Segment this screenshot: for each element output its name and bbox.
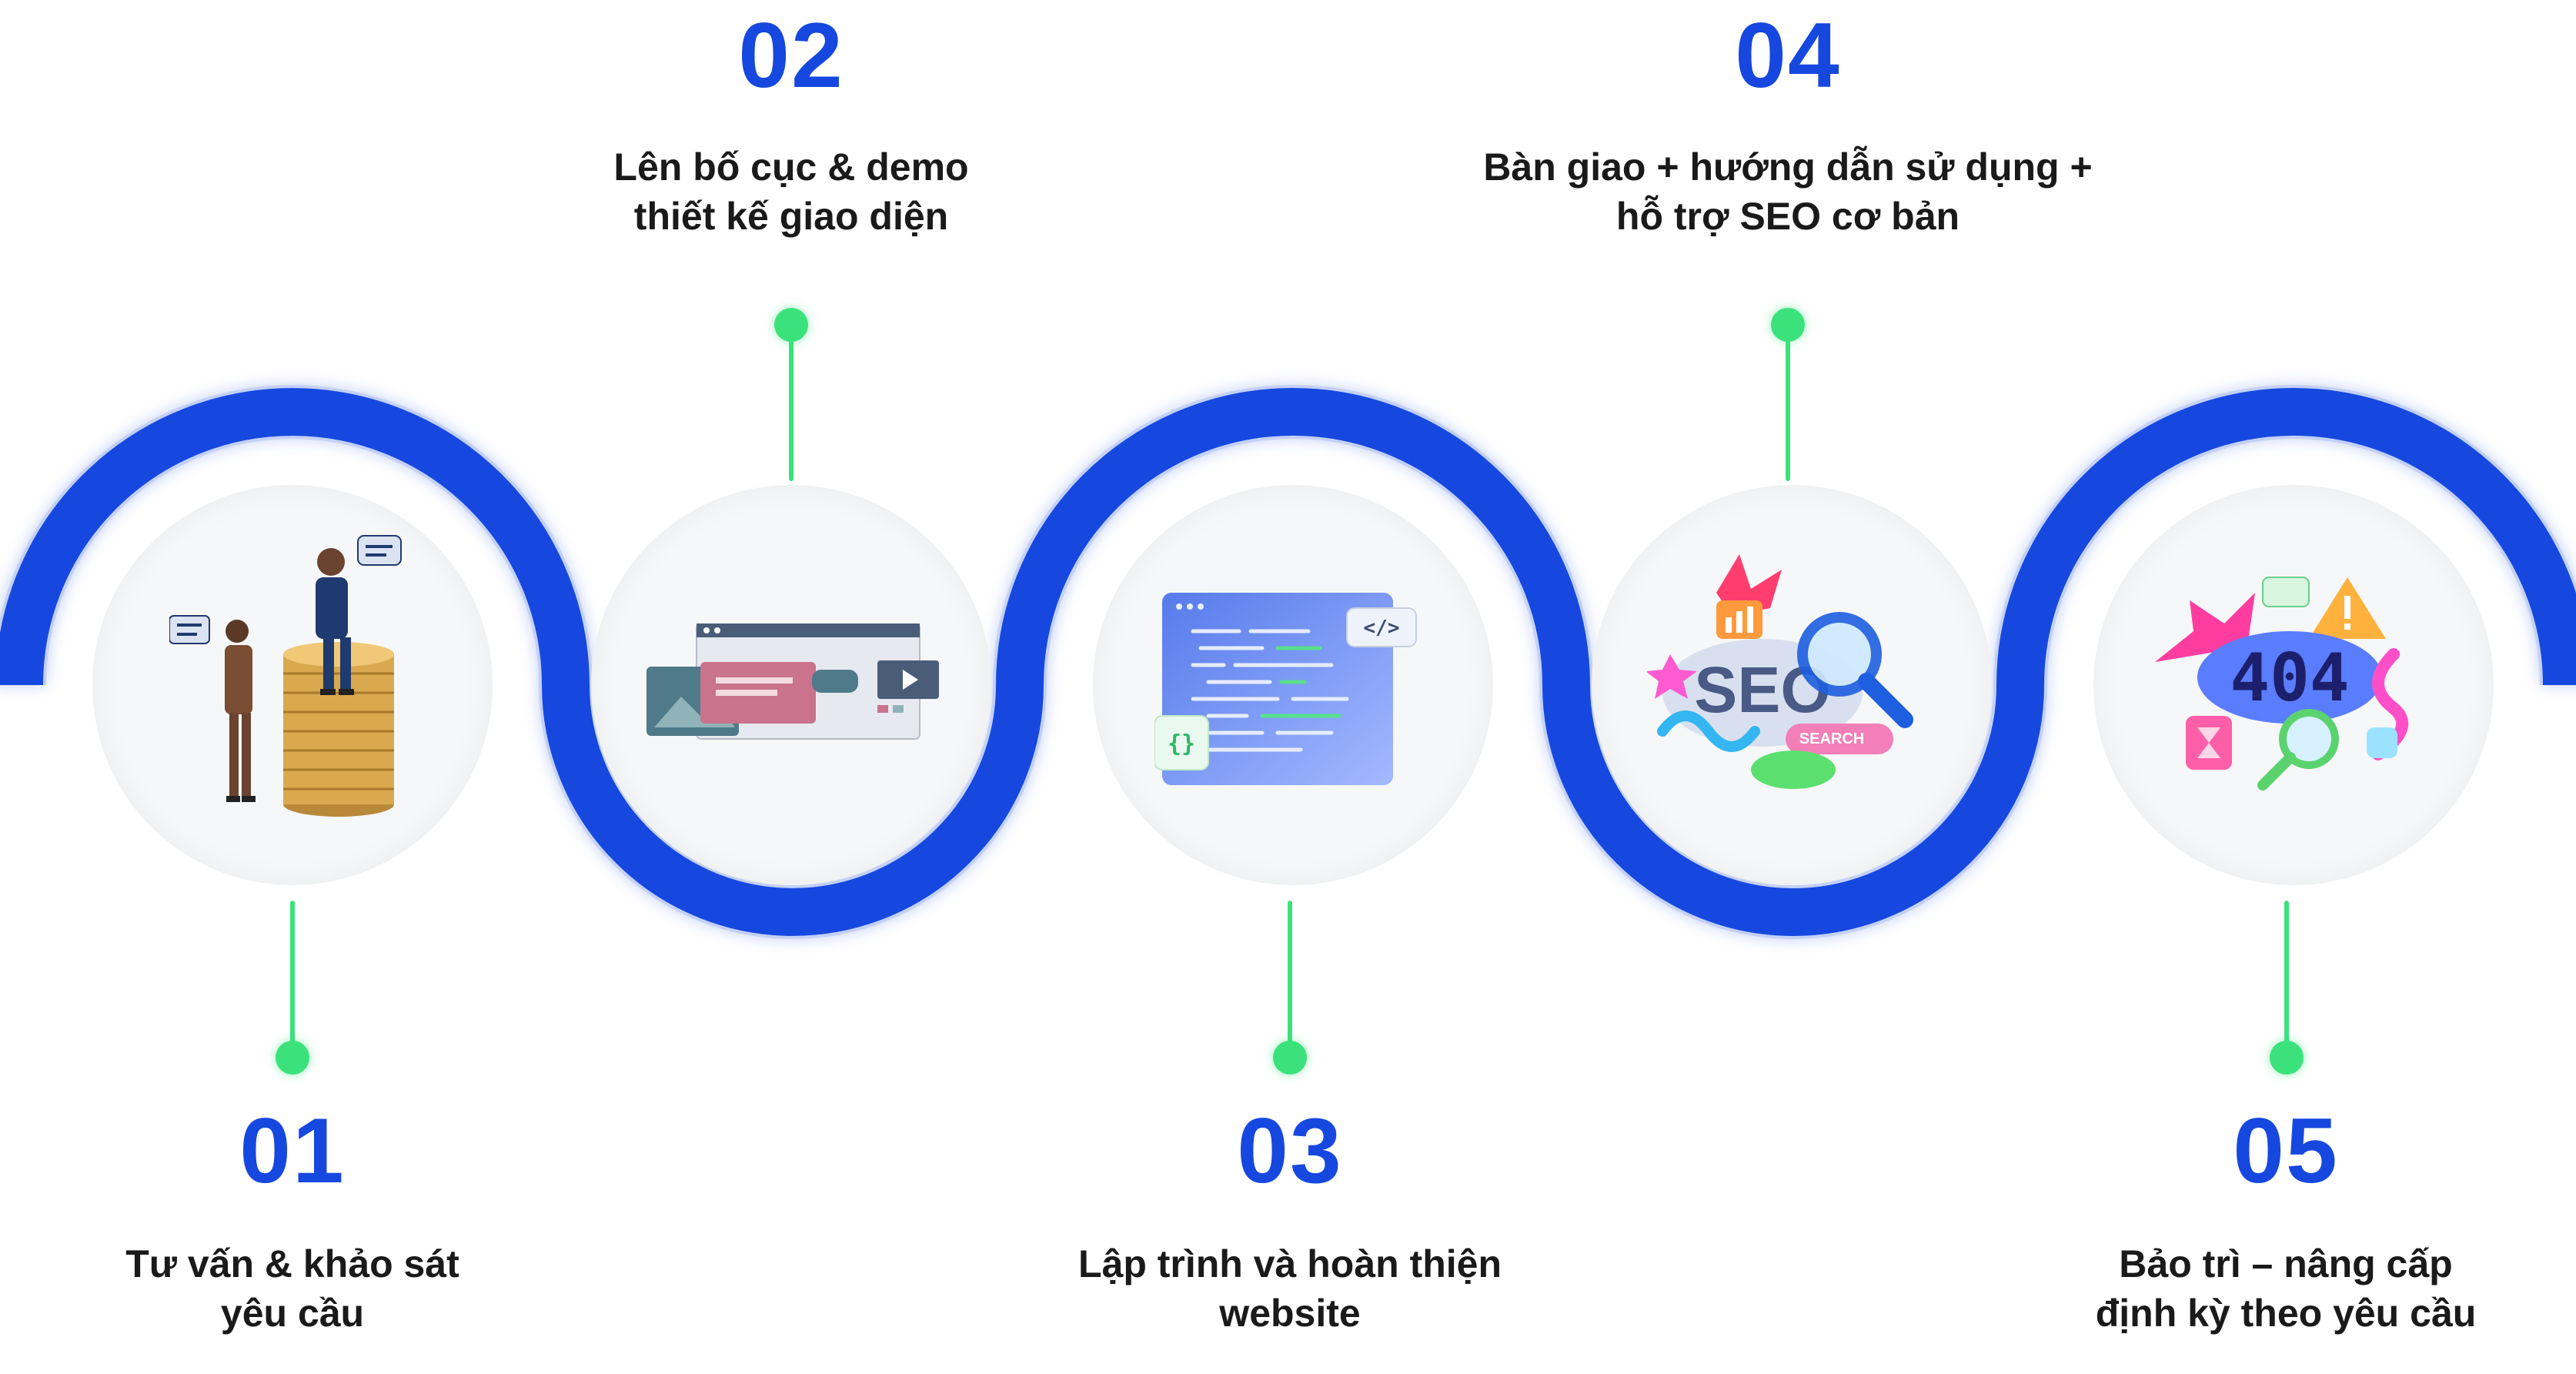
step-03-line2: website xyxy=(1219,1292,1361,1335)
step-05-connector xyxy=(2284,901,2289,1055)
step-01-connector xyxy=(290,901,295,1055)
step-04-description: Bàn giao + hướng dẫn sử dụng + hỗ trợ SE… xyxy=(1442,142,2134,241)
step-04-number: 04 xyxy=(1735,4,1841,107)
search-pill-label: SEARCH xyxy=(1799,730,1864,747)
business-people-coins-icon xyxy=(169,535,402,817)
step-03-description: Lập trình và hoàn thiện website xyxy=(944,1239,1636,1338)
404-label: 404 xyxy=(2230,640,2349,717)
step-05-number: 05 xyxy=(2233,1099,2339,1202)
step-05-line2: định kỳ theo yêu cầu xyxy=(2095,1292,2477,1335)
step-05-dot xyxy=(2270,1041,2304,1075)
step-03-connector xyxy=(1288,901,1292,1055)
code-editor-window-icon: </> {} xyxy=(1154,593,1417,785)
step-03-number: 03 xyxy=(1237,1099,1343,1202)
step-02-line1: Lên bố cục & demo xyxy=(613,145,969,189)
step-01-line1: Tư vấn & khảo sát xyxy=(125,1242,459,1285)
step-05-description: Bảo trì – nâng cấp định kỳ theo yêu cầu xyxy=(1940,1239,2576,1338)
step-04-line1: Bàn giao + hướng dẫn sử dụng + xyxy=(1483,145,2093,189)
404-error-maintenance-icon: 404 xyxy=(2155,577,2409,791)
man-sitting xyxy=(316,548,354,695)
step-02-dot xyxy=(774,308,808,342)
step-03-line1: Lập trình và hoàn thiện xyxy=(1078,1242,1502,1285)
step-02-number: 02 xyxy=(738,4,844,107)
step-04-dot xyxy=(1771,308,1805,342)
step-02-line2: thiết kế giao diện xyxy=(633,195,949,238)
coin-stack xyxy=(283,642,394,817)
step-01-dot xyxy=(276,1041,309,1075)
step-05-line1: Bảo trì – nâng cấp xyxy=(2119,1242,2453,1285)
woman-leaning xyxy=(225,620,256,802)
chat-bubble-icon xyxy=(357,535,402,566)
step-02-description: Lên bố cục & demo thiết kế giao diện xyxy=(445,142,1138,241)
step-02-connector xyxy=(789,323,794,481)
step-01-description: Tư vấn & khảo sát yêu cầu xyxy=(0,1239,639,1338)
step-01-line2: yêu cầu xyxy=(220,1292,365,1335)
step-03-dot xyxy=(1273,1041,1307,1075)
web-layout-windows-icon xyxy=(647,623,939,740)
braces-label: {} xyxy=(1168,730,1195,757)
code-tag-label: </> xyxy=(1364,617,1400,640)
step-01-number: 01 xyxy=(239,1099,346,1202)
checklist-icon xyxy=(169,615,210,644)
step-04-connector xyxy=(1786,323,1790,481)
step-04-line2: hỗ trợ SEO cơ bản xyxy=(1615,195,1960,238)
seo-magnifier-icon: SEO SEARCH xyxy=(1647,554,1913,789)
